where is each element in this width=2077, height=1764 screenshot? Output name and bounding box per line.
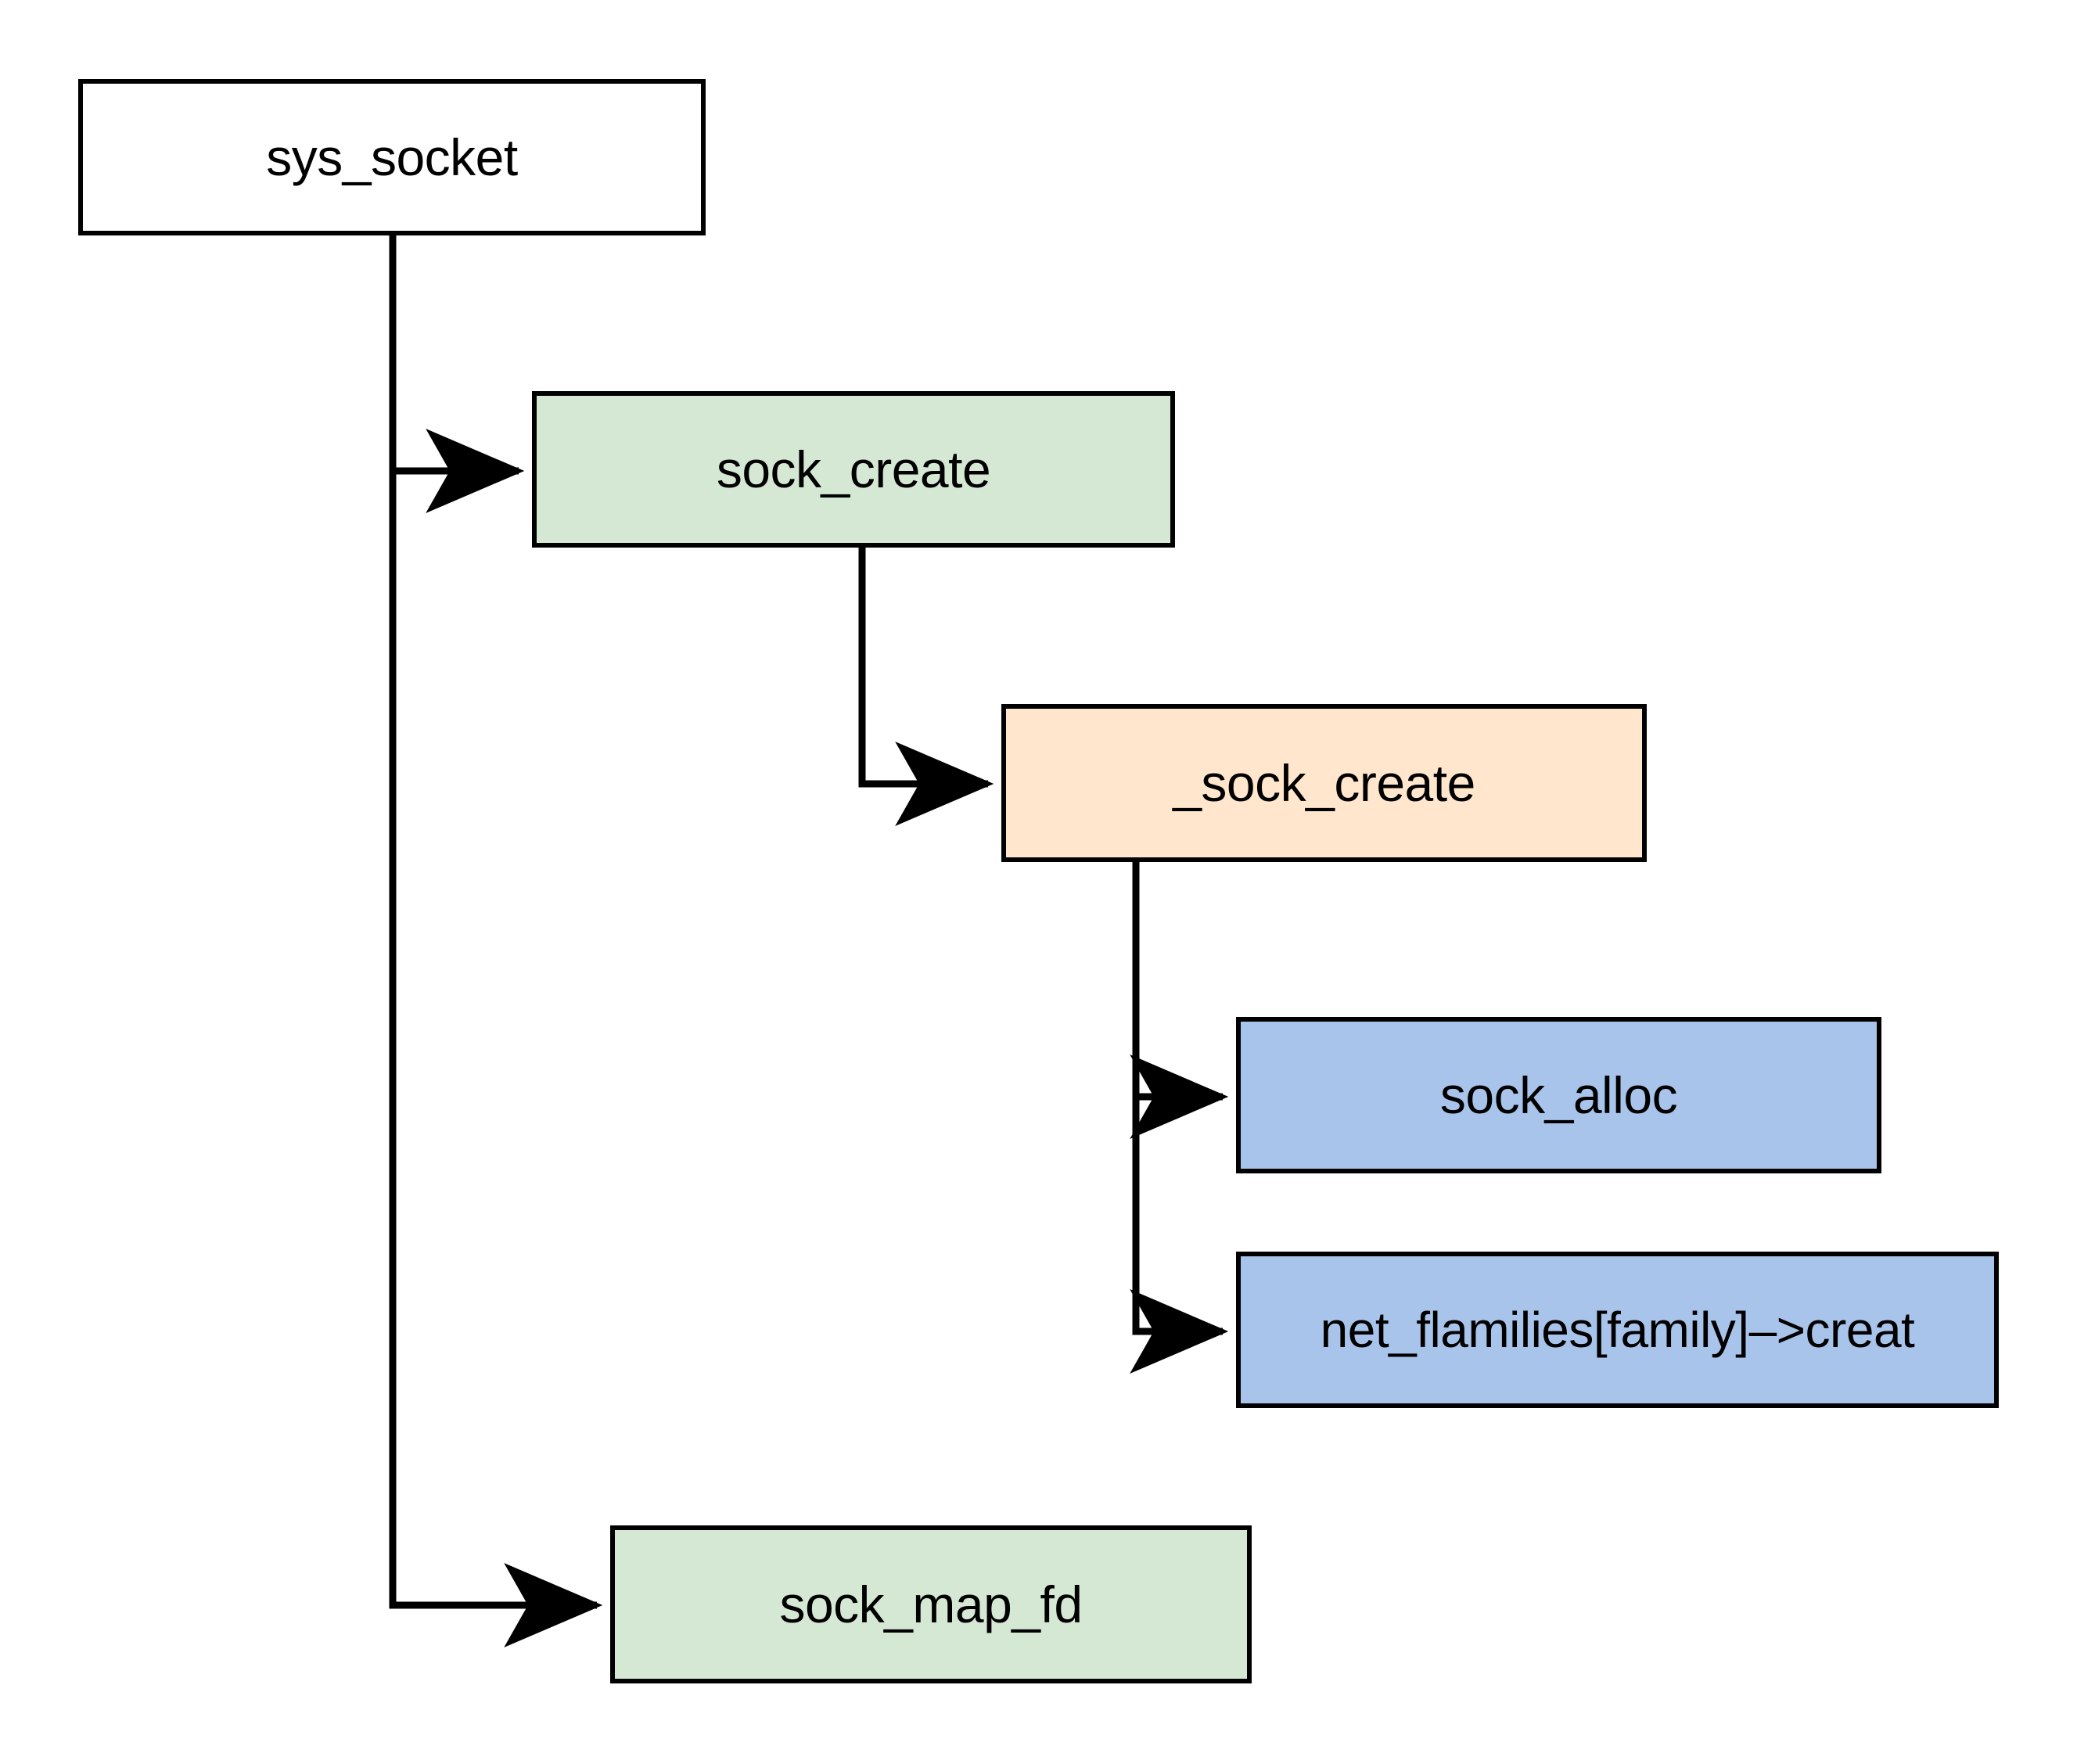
node-net-families-create-label: net_flamilies[family]–>creat (1320, 1301, 1915, 1358)
node-net-families-create[interactable]: net_flamilies[family]–>creat (1236, 1252, 1999, 1408)
edge-sock-create-to-sock-create-underscore (858, 548, 994, 826)
node-sock-map-fd[interactable]: sock_map_fd (610, 1525, 1252, 1683)
edge-sock-create-underscore-to-net-families-create (1130, 1097, 1229, 1374)
node-sock-create-underscore[interactable]: _sock_create (1001, 704, 1647, 862)
edge-sock-create-underscore-to-sock-alloc (1130, 862, 1229, 1139)
node-sys-socket-label: sys_socket (266, 128, 518, 186)
node-sock-map-fd-label: sock_map_fd (779, 1575, 1083, 1633)
edge-sys-socket-to-sock-create (389, 235, 525, 513)
node-sock-alloc[interactable]: sock_alloc (1236, 1017, 1881, 1173)
node-sock-create-label: sock_create (716, 440, 991, 498)
node-sock-alloc-label: sock_alloc (1439, 1065, 1678, 1124)
node-sock-create[interactable]: sock_create (532, 391, 1175, 548)
node-sys-socket[interactable]: sys_socket (78, 79, 706, 235)
edge-sys-socket-to-sock-map-fd (389, 471, 603, 1647)
node-sock-create-underscore-label: _sock_create (1173, 753, 1475, 812)
